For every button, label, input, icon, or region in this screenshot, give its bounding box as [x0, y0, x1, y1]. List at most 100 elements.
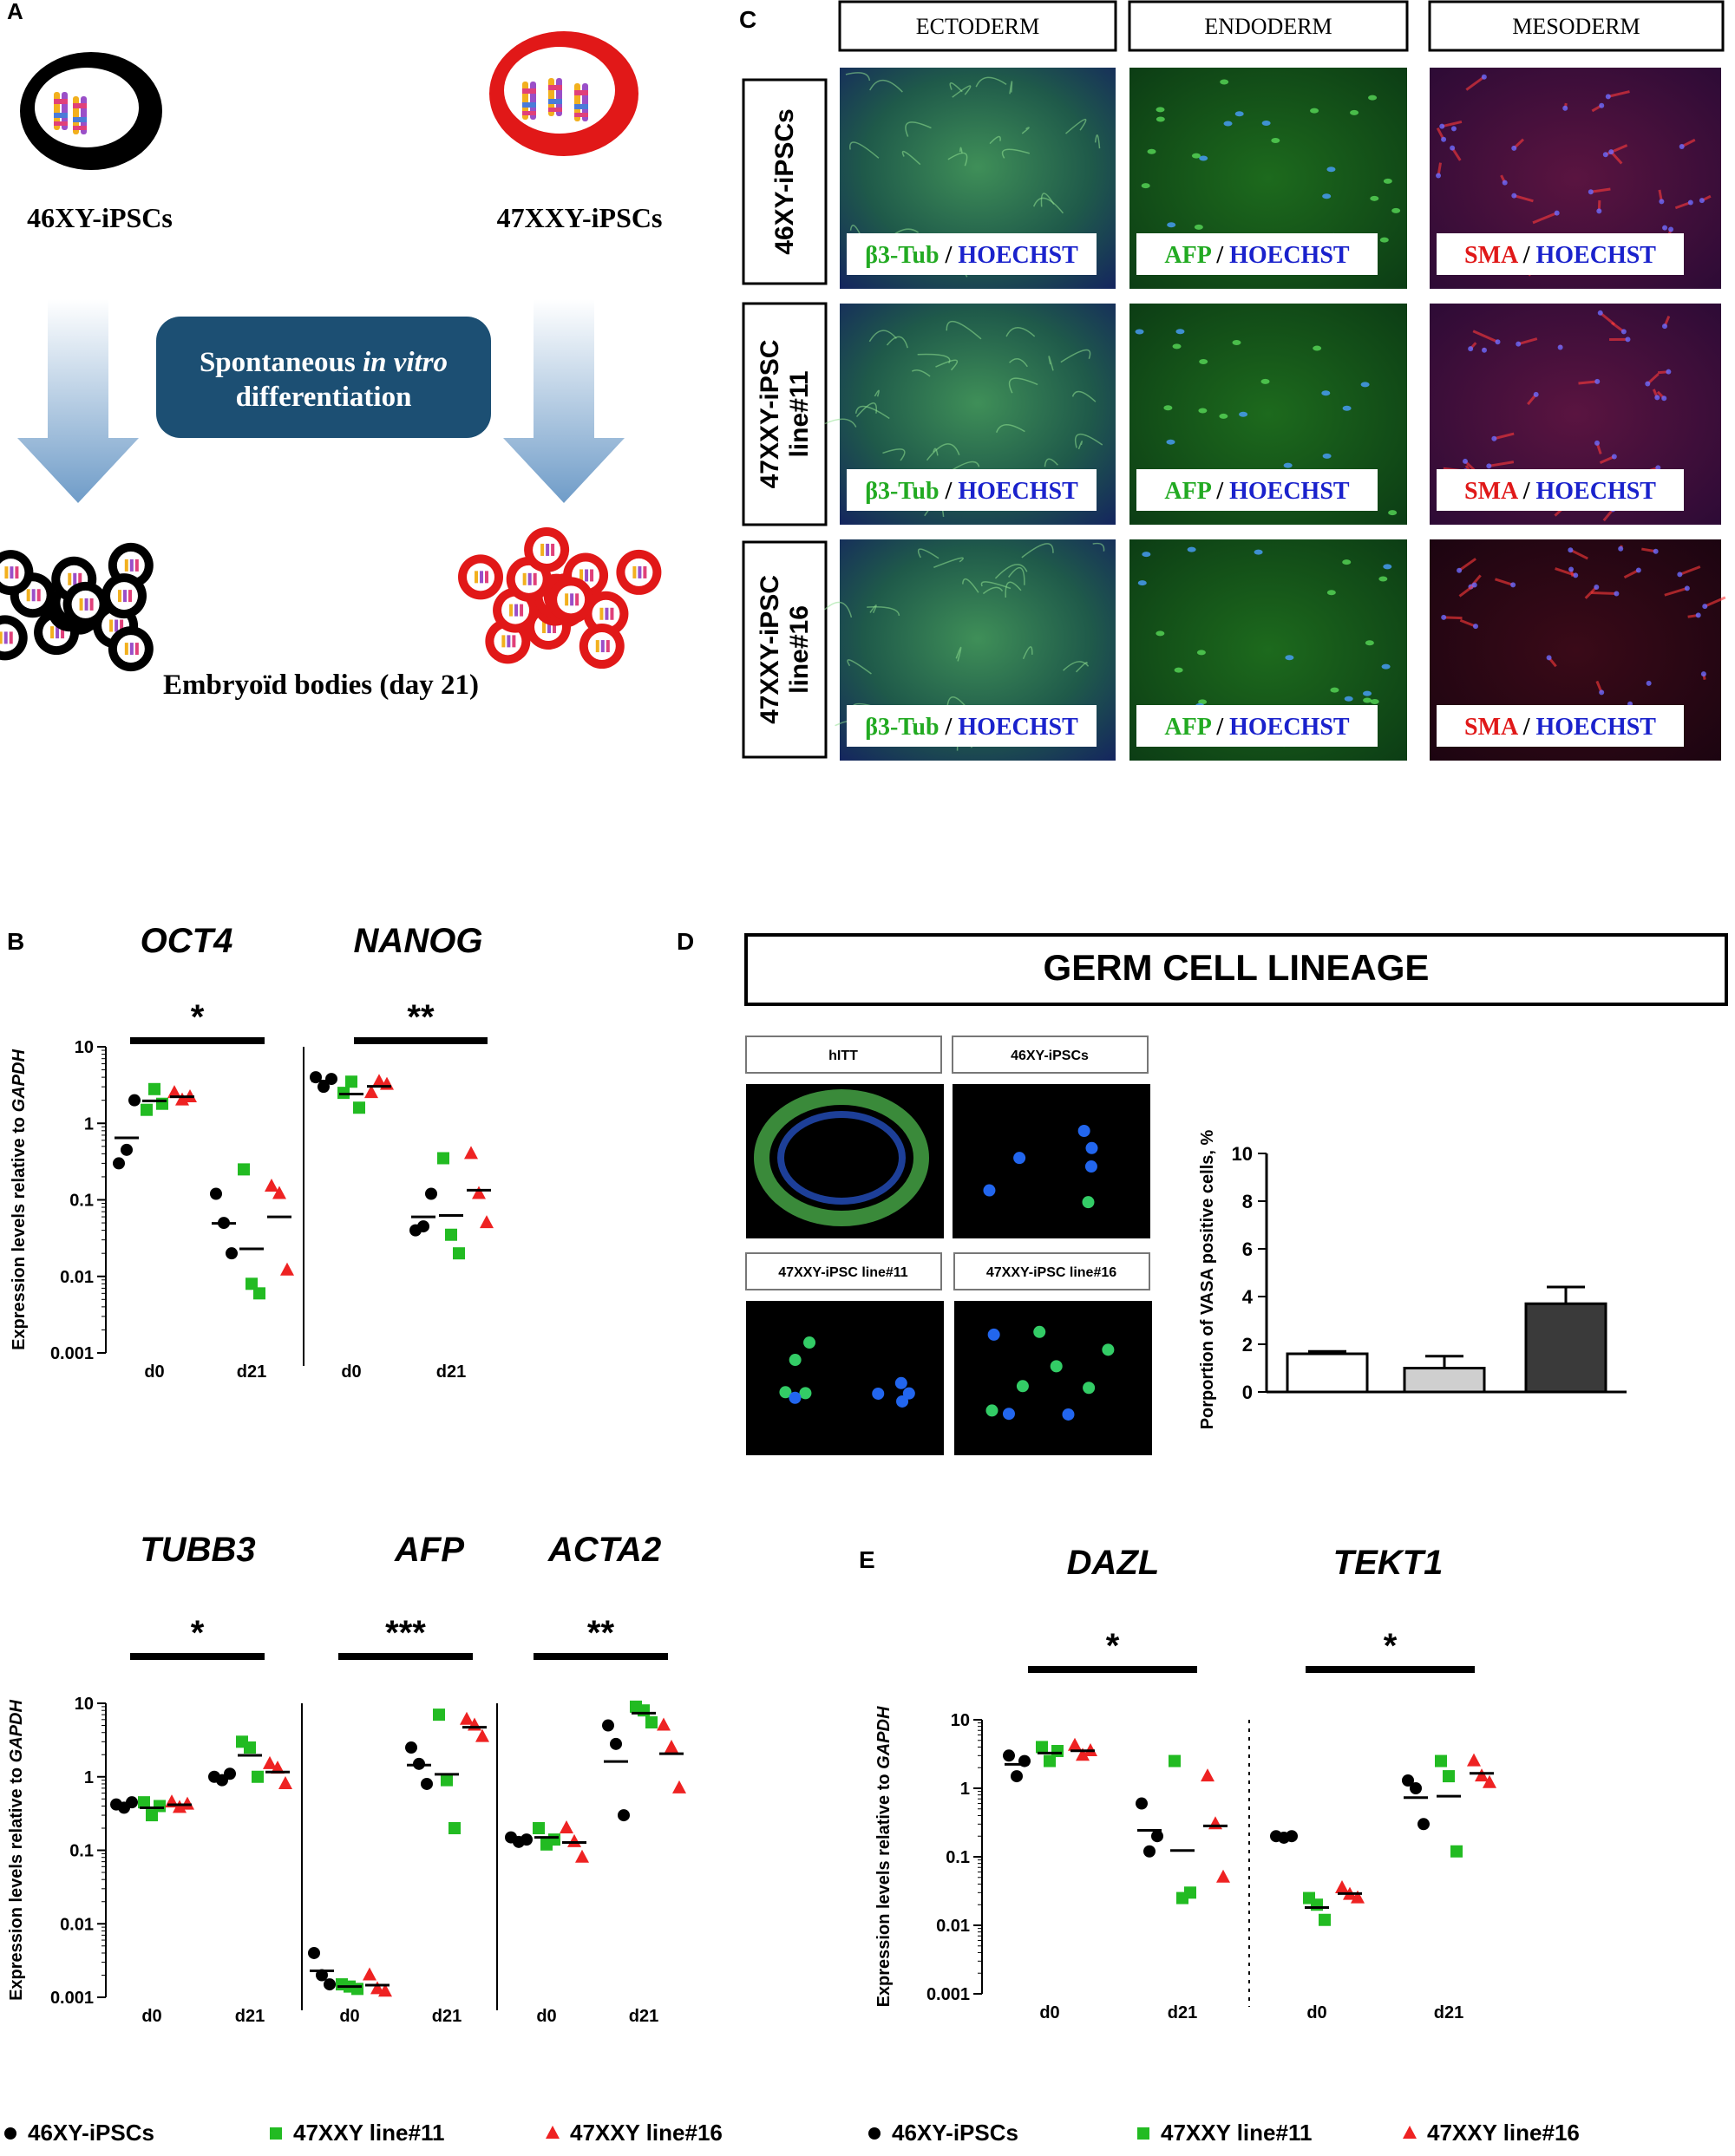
nucleus-mark: [1684, 585, 1690, 591]
row-label-box: [742, 302, 828, 526]
data-point: [113, 1157, 125, 1170]
legend-label: 47XXY line#16: [1427, 2120, 1580, 2146]
nucleus-mark: [1330, 687, 1339, 693]
embryoid-body-chromosome: [480, 571, 484, 584]
fiber-mark: [882, 448, 906, 461]
nucleus-mark: [1388, 510, 1398, 516]
nucleus-mark: [1594, 440, 1601, 446]
fiber-mark: [959, 147, 963, 154]
nucleus-mark: [1573, 572, 1579, 578]
fiber-mark: [996, 424, 1025, 434]
embryoid-body-chromosome: [606, 640, 610, 653]
fiber-mark: [1060, 349, 1091, 363]
nucleus-mark: [1653, 548, 1659, 554]
fiber-mark: [1009, 81, 1013, 95]
data-point: [1051, 1745, 1064, 1758]
nucleus-mark: [1662, 225, 1668, 231]
column-header: ENDODERM: [1204, 14, 1332, 39]
significance-stars: **: [587, 1614, 615, 1652]
embryoid-body-chromosome: [522, 572, 527, 585]
nucleus-mark: [1363, 697, 1372, 703]
nucleus-mark: [1687, 199, 1693, 206]
cell-mark: [1083, 1382, 1096, 1395]
column-header-box: [1128, 0, 1409, 52]
nucleus-mark: [1645, 381, 1651, 387]
fiber-mark: [1664, 586, 1688, 597]
cell-46xy-icon: [20, 52, 162, 170]
data-point: [1169, 1754, 1181, 1767]
panel-a: A 46XY-iPSCs 47XXY-iPSCs Spontaneous in …: [0, 0, 662, 701]
fiber-mark: [1590, 187, 1611, 193]
fiber-mark: [982, 586, 1004, 595]
significance-stars: *: [1384, 1627, 1398, 1665]
embryoid-body-chromosome: [542, 621, 547, 634]
stain-label-part: HOECHST: [1229, 242, 1350, 269]
data-point: [1068, 1737, 1082, 1751]
data-point: [4, 2127, 16, 2140]
stain-label-part: HOECHST: [1229, 478, 1350, 505]
data-point: [272, 1186, 286, 1199]
fiber-mark: [1063, 661, 1090, 671]
data-point: [405, 1741, 417, 1754]
embryoid-body-chromosome: [520, 604, 524, 617]
stain-label-part: β3-Tub: [865, 714, 939, 741]
fiber-mark: [1441, 120, 1463, 128]
fiber-mark: [1094, 134, 1101, 149]
data-point: [575, 1849, 589, 1863]
nucleus-mark: [1313, 345, 1322, 351]
y-tick-label: 0.001: [50, 1989, 94, 2008]
nucleus-mark: [1378, 576, 1388, 582]
y-axis-label-gene: GAPDH: [874, 1706, 894, 1769]
row-label-box: [742, 78, 828, 285]
significance-stars: *: [191, 998, 205, 1036]
data-point: [546, 2126, 560, 2139]
nucleus-mark: [1360, 382, 1370, 388]
data-point: [1335, 1880, 1349, 1894]
x-tick-label: d0: [339, 2007, 359, 2026]
nucleus-mark: [1659, 199, 1665, 205]
x-tick-label: d21: [1434, 2003, 1463, 2022]
embryoid-body-chromosome: [643, 565, 647, 578]
data-point: [533, 1821, 545, 1834]
y-axis-label: Expression levels relative to GAPDH: [10, 1049, 29, 1350]
cell-mark: [983, 1184, 996, 1197]
fiber-mark: [1032, 197, 1064, 214]
nucleus-mark: [1666, 369, 1672, 375]
data-point: [126, 1796, 138, 1809]
nucleus-mark: [1557, 344, 1563, 350]
nucleus-mark: [1654, 395, 1660, 401]
nucleus-mark: [1261, 121, 1271, 127]
legend-label: 46XY-iPSCs: [892, 2120, 1018, 2146]
stain-label-part: AFP: [1164, 478, 1211, 505]
nucleus-mark: [1167, 222, 1176, 228]
stain-label: AFP / HOECHST: [1164, 714, 1349, 741]
data-point: [278, 1775, 292, 1789]
data-point: [1475, 1768, 1489, 1782]
stain-label-part: β3-Tub: [865, 242, 939, 269]
nucleus-mark: [1383, 178, 1392, 184]
germ-image-label-box: [745, 1252, 942, 1290]
stain-label-part: /: [940, 242, 959, 269]
nucleus-mark: [1702, 604, 1708, 610]
embryoid-bodies-46xy-icon: [0, 542, 154, 672]
nucleus-mark: [1546, 655, 1552, 661]
nucleus-mark: [1491, 435, 1497, 441]
x-tick-label: d21: [436, 1362, 466, 1382]
row-label-line: 47XXY-iPSC: [756, 575, 784, 724]
nucleus-mark: [1260, 378, 1270, 384]
nucleus-mark: [1468, 346, 1474, 352]
data-point: [270, 2127, 282, 2140]
data-point: [1184, 1886, 1196, 1899]
data-point: [560, 1820, 573, 1833]
embryoid-body-chromosome: [570, 593, 574, 606]
germ-image-label: hITT: [828, 1049, 858, 1063]
fiber-mark: [994, 564, 1028, 579]
data-point: [1208, 1816, 1222, 1830]
nucleus-mark: [1602, 152, 1608, 158]
data-point: [1003, 1749, 1015, 1762]
y-tick-label: 1: [960, 1780, 970, 1799]
data-point: [1319, 1913, 1331, 1926]
nucleus-mark: [1223, 121, 1233, 127]
data-point: [324, 1978, 336, 1991]
